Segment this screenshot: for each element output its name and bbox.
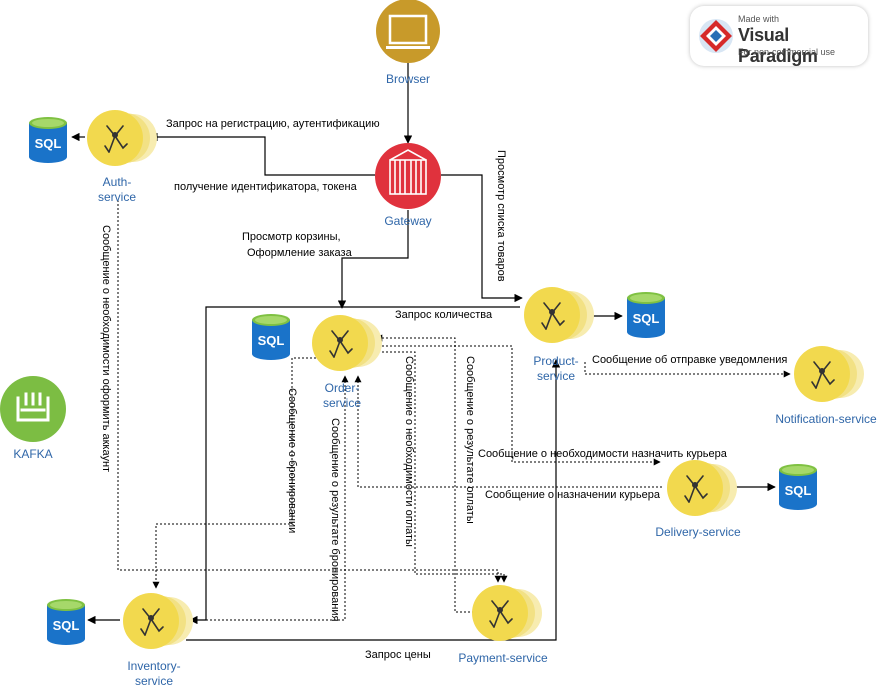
edge-order-payment xyxy=(378,351,508,583)
edge-label-catalog-view: Просмотр списка товаров xyxy=(495,150,507,282)
edge-label-payment-result: Сообщение о результате оплаты xyxy=(464,356,476,524)
edge-auth-account xyxy=(117,200,502,583)
edge-label-cart-line2: Оформление заказа xyxy=(247,247,352,259)
kafka-icon xyxy=(0,376,66,442)
inventory-service-label: Inventory- service xyxy=(127,659,181,688)
edge-product-notification xyxy=(584,362,791,378)
notification-service-icon xyxy=(793,345,864,403)
inventory-service-icon xyxy=(122,592,193,650)
edge-delivery-order xyxy=(354,375,662,488)
payment-service-icon xyxy=(471,584,542,642)
edge-label-quantity-request: Запрос количества xyxy=(395,309,493,321)
delivery-service-icon xyxy=(666,459,737,517)
delivery-database-icon xyxy=(779,464,817,510)
watermark-brand: Visual Paradigm xyxy=(738,25,818,66)
auth-database-icon xyxy=(29,117,67,163)
edge-order-inventory xyxy=(152,357,320,589)
edge-inventory-product xyxy=(186,359,561,641)
edge-label-notify-sending: Сообщение об отправке уведомления xyxy=(592,354,788,366)
edge-label-courier-need: Сообщение о необходимости назначить курь… xyxy=(478,448,727,460)
auth-service-icon xyxy=(86,109,157,167)
edge-gateway-auth xyxy=(149,132,375,176)
edge-inventory-order xyxy=(186,375,349,621)
edge-label-courier-assigned: Сообщение о назначении курьера xyxy=(485,489,660,501)
edge-label-price-request: Запрос цены xyxy=(365,649,431,661)
gateway-icon xyxy=(375,143,441,209)
browser-label: Browser xyxy=(385,72,431,86)
edge-label-payment-need: Сообщение о необходимости оплаты xyxy=(403,356,415,547)
edge-gateway-product xyxy=(441,174,523,303)
order-service-label: Order- service xyxy=(322,381,362,410)
gateway-label: Gateway xyxy=(384,214,432,228)
order-database-icon xyxy=(252,314,290,360)
edge-label-cart-line1: Просмотр корзины, xyxy=(242,231,341,243)
product-database-icon xyxy=(627,292,665,338)
edge-label-auth-request: Запрос на регистрацию, аутентификацию xyxy=(166,118,380,130)
watermark-note: For non-commercial use xyxy=(738,47,836,57)
visual-paradigm-logo-icon xyxy=(699,19,733,53)
browser-icon xyxy=(376,0,440,63)
order-service-icon xyxy=(311,314,382,372)
watermark-badge: Made with Visual Paradigm For non-commer… xyxy=(690,6,868,66)
edge-gateway-order xyxy=(337,210,409,309)
product-service-label: Product- service xyxy=(533,354,579,383)
edge-order-delivery xyxy=(378,345,661,466)
watermark-made-with: Made with xyxy=(738,14,780,24)
kafka-label: KAFKA xyxy=(13,447,53,461)
auth-service-label: Auth- service xyxy=(97,175,137,204)
edge-label-account-need: Сообщение о необходимости оформить аккау… xyxy=(100,225,112,473)
edge-label-booking-result: Сообщение о результате бронирования xyxy=(329,418,341,622)
delivery-service-label: Delivery-service xyxy=(655,525,741,539)
payment-service-label: Payment-service xyxy=(458,651,548,665)
edge-label-booking-msg: Сообщение о бронировании xyxy=(286,388,298,534)
product-service-icon xyxy=(523,286,594,344)
edge-label-token-receive: получение идентификатора, токена xyxy=(174,181,357,193)
edge-payment-order xyxy=(375,334,474,613)
notification-service-label: Notification-service xyxy=(775,412,877,426)
dotted-connectors xyxy=(117,200,791,621)
inventory-database-icon xyxy=(47,599,85,645)
